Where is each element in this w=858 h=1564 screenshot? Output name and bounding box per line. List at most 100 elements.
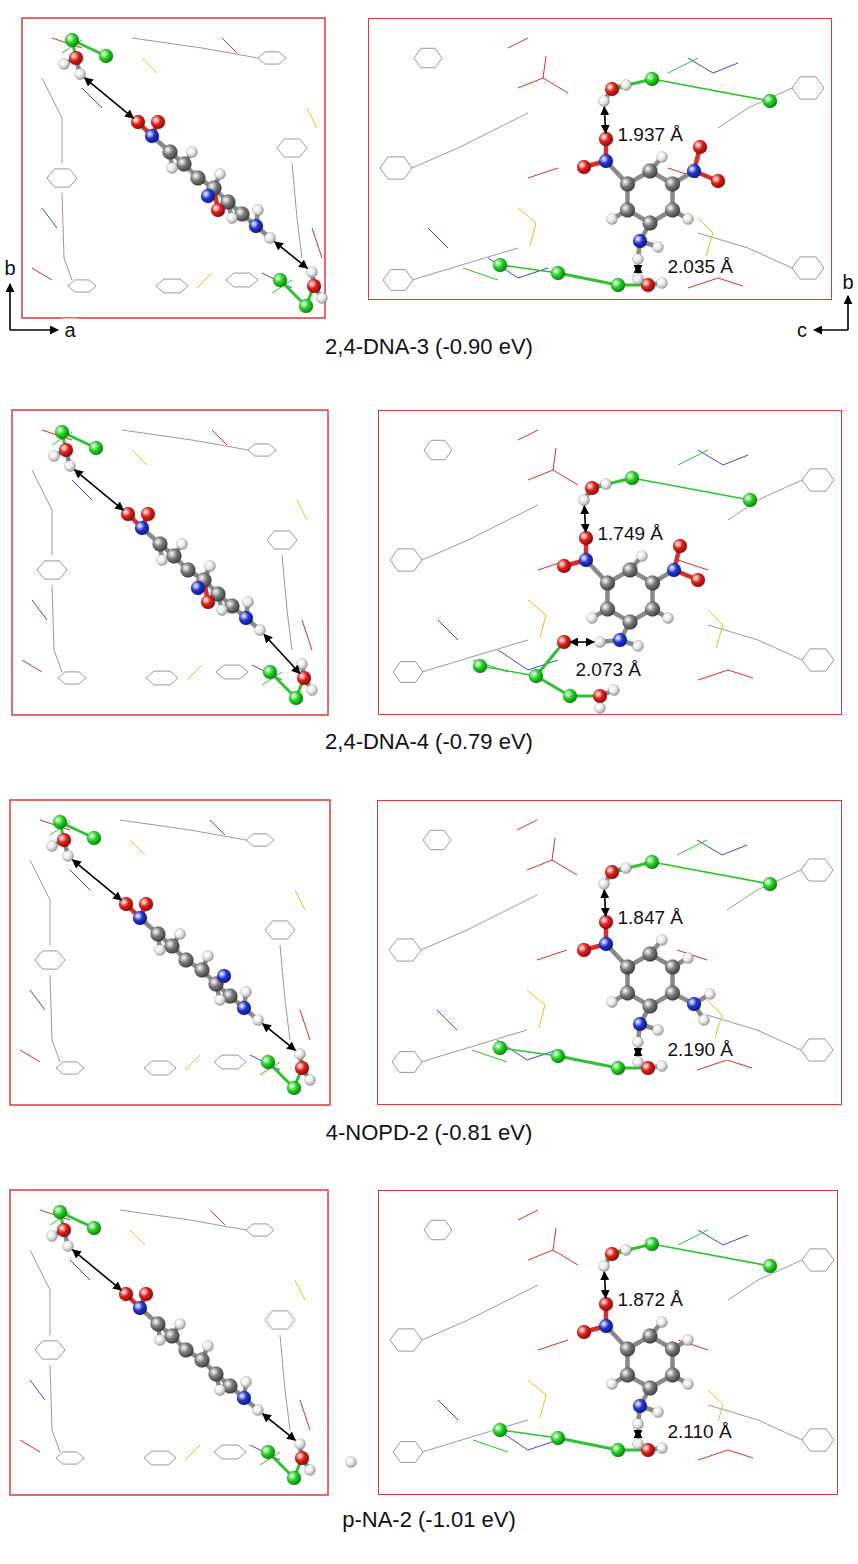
distance-arrow (637, 265, 639, 273)
framework-wire (380, 157, 412, 179)
framework-wire (697, 1060, 752, 1070)
unit-cell-box (10, 1190, 328, 1495)
framework-wire (42, 78, 62, 163)
framework-wire (214, 1055, 246, 1069)
framework-wire (392, 1052, 422, 1073)
distance-label: 1.872 Å (616, 1289, 686, 1311)
arrow-layer (10, 78, 848, 1440)
atom (551, 1049, 565, 1063)
unit-cell-box (10, 800, 330, 1105)
bond (500, 1048, 558, 1056)
atom (637, 551, 648, 562)
atom (529, 669, 543, 683)
atom (683, 953, 694, 964)
framework-wire (258, 52, 286, 64)
atom (693, 140, 707, 154)
atom (563, 689, 577, 703)
atom (633, 1419, 644, 1430)
atom (493, 1423, 507, 1437)
atom (577, 1325, 591, 1339)
atom (261, 1445, 275, 1459)
unit-cell-box (12, 410, 328, 715)
atom (683, 1379, 694, 1390)
bond (652, 79, 770, 101)
atom (643, 999, 658, 1014)
atom (599, 937, 613, 951)
atom (613, 633, 627, 647)
framework-wire (280, 945, 290, 1040)
atom (307, 685, 318, 696)
atom (687, 164, 701, 178)
atom (305, 1075, 316, 1086)
atom (57, 833, 71, 847)
framework-wire (72, 480, 92, 500)
distance-arrow (637, 1430, 639, 1438)
framework-wire (678, 450, 708, 465)
atom (237, 1001, 251, 1015)
atom (87, 831, 101, 845)
atom (665, 1342, 680, 1357)
framework-wire (688, 58, 738, 73)
atom (657, 1317, 668, 1328)
framework-wire (42, 208, 57, 228)
framework-wire (543, 56, 546, 78)
atom (691, 573, 705, 587)
atom (249, 219, 263, 233)
atom (623, 563, 638, 578)
framework-wire (528, 600, 546, 638)
atom (620, 1368, 635, 1383)
framework-wire (22, 660, 42, 672)
atom (683, 1335, 694, 1346)
atom (621, 1245, 632, 1256)
atom (307, 267, 318, 278)
atom (665, 177, 680, 192)
atom (621, 863, 632, 874)
atom (653, 1025, 664, 1036)
atom (47, 841, 58, 852)
distance-arrow (570, 641, 594, 643)
distance-label: 2.073 Å (574, 659, 644, 681)
framework-wire (727, 870, 801, 910)
caption: 2,4-DNA-3 (-0.90 eV) (323, 334, 535, 359)
atom (49, 451, 60, 462)
framework-wire (552, 838, 555, 860)
framework-wire (528, 168, 558, 178)
atom (643, 1381, 658, 1396)
atom (167, 163, 178, 174)
framework-wire (156, 279, 188, 293)
atom (307, 279, 321, 293)
framework-wire (82, 88, 102, 108)
axis-label: b (840, 271, 855, 294)
atom (645, 855, 659, 869)
atom (87, 1221, 101, 1235)
distance-label: 2.190 Å (666, 1039, 736, 1061)
atom (625, 471, 639, 485)
atom (643, 216, 658, 231)
framework-wire (32, 268, 52, 280)
atom (287, 1471, 301, 1485)
atom (253, 1015, 264, 1026)
atom (295, 1049, 306, 1060)
atom (139, 897, 153, 911)
atom (297, 659, 308, 670)
framework-wire (537, 950, 567, 960)
framework-wire (52, 585, 62, 672)
framework-wire (801, 859, 833, 881)
atom (633, 1399, 647, 1413)
atom (657, 1061, 668, 1072)
atom (239, 611, 253, 625)
atom (763, 94, 777, 108)
framework-wire (421, 895, 537, 950)
framework-wire (68, 280, 96, 292)
framework-wire-layer (20, 38, 834, 1465)
atom (653, 1407, 664, 1418)
atom (653, 242, 664, 253)
atom (633, 234, 647, 248)
atom (209, 1367, 224, 1382)
atom (317, 293, 328, 304)
distance-arrow (275, 242, 308, 268)
atom (599, 879, 610, 890)
atom (141, 507, 155, 521)
framework-wire (438, 1400, 458, 1420)
